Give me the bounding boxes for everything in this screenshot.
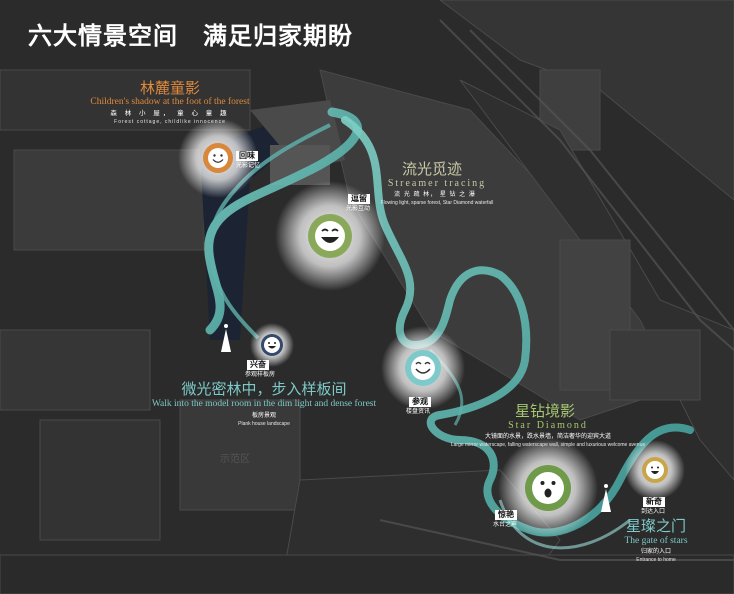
zone-model-room-desc-en: Plank house landscape bbox=[238, 421, 290, 427]
zone-streamer-desc-en: Flowing light, sparse forest, Star Diamo… bbox=[380, 200, 494, 206]
surprised-face-icon bbox=[525, 465, 571, 511]
badge-surprise-sub: 水台之声 bbox=[493, 522, 518, 528]
badge-fresh: 新奇 bbox=[643, 497, 665, 507]
page-title: 六大情景空间 满足归家期盼 bbox=[28, 21, 353, 50]
map-label-demo-zone: 示范区 bbox=[220, 454, 250, 465]
smile-face-icon bbox=[203, 143, 233, 173]
zone-model-room-name: 微光密林中，步入样板间 bbox=[181, 381, 347, 398]
zone-streamer-desc: 流 光 疏 林， 星 钻 之 瀑 bbox=[394, 192, 476, 198]
badge-recall-sub: 光影记忆 bbox=[236, 163, 261, 169]
smile-face-icon bbox=[642, 457, 668, 483]
laugh-face-icon bbox=[308, 214, 352, 258]
zone-forest-shadow-en: Children's shadow at the foot of the for… bbox=[90, 97, 250, 107]
zone-star-diamond-en: Star Diamond bbox=[508, 420, 588, 431]
badge-visit: 参观 bbox=[409, 397, 431, 407]
zone-forest-shadow-desc-en: Forest cottage, childlike innocence bbox=[114, 119, 226, 125]
smile-face-icon bbox=[405, 350, 441, 386]
badge-happy-sub: 光影互动 bbox=[346, 206, 371, 212]
zone-gate-en: The gate of stars bbox=[624, 536, 688, 546]
roads bbox=[379, 19, 734, 561]
person-marker-icon bbox=[221, 324, 231, 352]
zone-streamer-en: Streamer tracing bbox=[387, 178, 487, 189]
badge-excited: 兴奋 bbox=[247, 360, 269, 370]
badge-happy: 逗留 bbox=[348, 194, 370, 204]
zone-star-diamond-desc-en: Large mirror waterscape, falling watersc… bbox=[450, 442, 646, 448]
badge-fresh-sub: 到达入口 bbox=[641, 509, 666, 515]
zone-forest-shadow-name: 林麓童影 bbox=[139, 80, 201, 97]
zone-star-diamond-desc: 大镜面的水景，跌水景墙，简洁奢华的迎宾大道 bbox=[484, 434, 612, 440]
badge-surprise: 惊艳 bbox=[495, 510, 517, 520]
zone-forest-shadow-desc: 森 林 小 屋， 童 心 童 趣 bbox=[110, 110, 230, 117]
zone-star-diamond-name: 星钻境影 bbox=[514, 403, 576, 420]
badge-recall: 回味 bbox=[236, 151, 258, 161]
zone-model-room-desc: 板房景观 bbox=[251, 413, 277, 419]
zone-gate-name: 星璨之门 bbox=[625, 518, 687, 535]
badge-excited-sub: 参观样板房 bbox=[245, 372, 276, 378]
zone-gate-desc-en: Entrance to home bbox=[636, 557, 676, 563]
zone-model-room-en: Walk into the model room in the dim ligh… bbox=[151, 399, 377, 409]
badge-visit-sub: 楼盘资讯 bbox=[406, 409, 431, 415]
person-marker-icon bbox=[601, 484, 611, 512]
smile-face-icon bbox=[261, 334, 283, 356]
zone-gate-desc: 归家的入口 bbox=[640, 549, 672, 555]
zone-streamer-name: 流光觅迹 bbox=[401, 161, 463, 178]
